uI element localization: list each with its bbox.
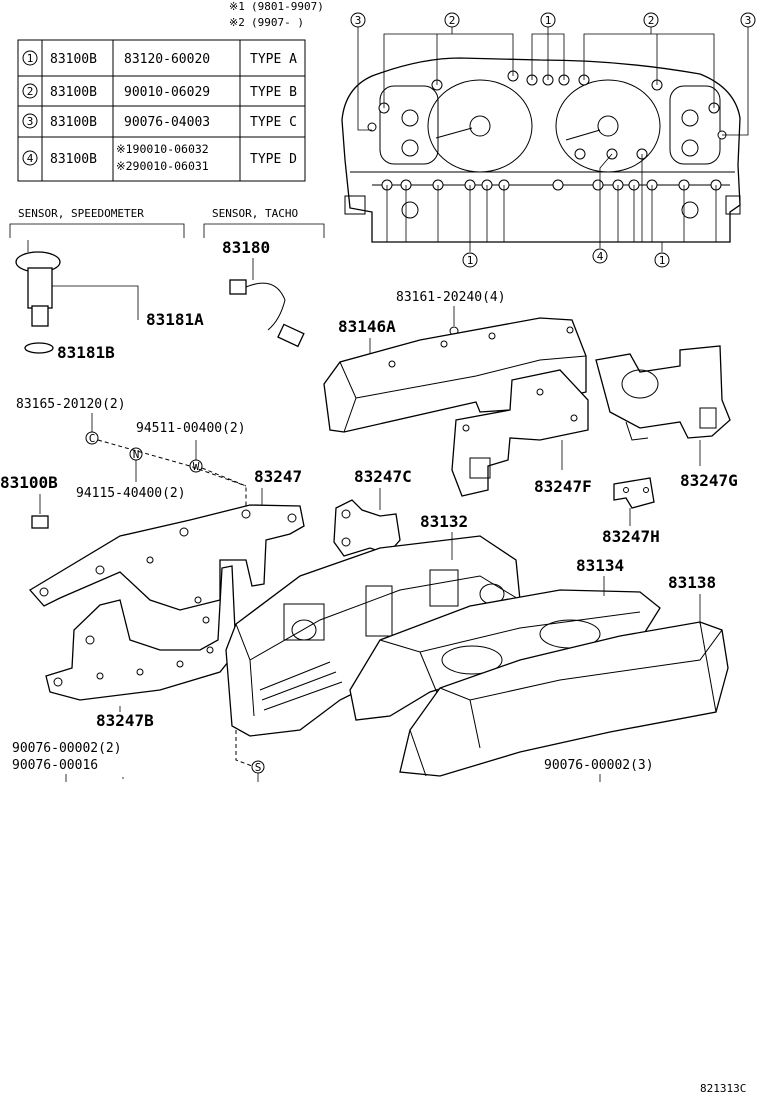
- table-row-part: 90076-04003: [124, 115, 210, 130]
- callout-2-label: 2: [648, 14, 655, 27]
- callout-2-label: 2: [449, 14, 456, 27]
- part-94115-40400: 94115-40400(2): [76, 486, 186, 501]
- plate-83247C: [333, 499, 401, 557]
- part-83247G: 83247G: [680, 471, 738, 490]
- caption-sensor-tacho: SENSOR, TACHO: [212, 207, 298, 220]
- table-row: 4 83100B ※190010-06032 ※290010-06031 TYP…: [22, 142, 297, 173]
- part-83181B: 83181B: [57, 343, 115, 362]
- part-83247H: 83247H: [602, 527, 660, 546]
- callout-1: 1: [540, 12, 556, 34]
- table-row-base: 83100B: [50, 115, 97, 130]
- table-row-ref: 4: [27, 152, 34, 165]
- part-83100B: 83100B: [0, 473, 58, 492]
- symbol-c: C: [85, 431, 99, 445]
- plate-83247H: [613, 477, 655, 509]
- table-row-part: 83120-60020: [124, 52, 210, 67]
- caption-sensor-speedometer: SENSOR, SPEEDOMETER: [18, 207, 144, 220]
- callout-3: 3: [740, 12, 756, 28]
- part-83138: 83138: [668, 573, 716, 592]
- printed-circuit-83247: [28, 504, 305, 611]
- printed-circuit-83247F: [451, 369, 589, 497]
- range-notes: ※1 (9801-9907) ※2 (9907- ): [229, 0, 324, 29]
- table-row: 2 83100B 90010-06029 TYPE B: [22, 83, 297, 100]
- part-83146A: 83146A: [338, 317, 396, 336]
- symbol-s: S: [251, 760, 265, 774]
- table-row-ref: 1: [27, 52, 34, 65]
- callout-4-label: 4: [597, 250, 604, 263]
- sensor-captions: SENSOR, SPEEDOMETER SENSOR, TACHO: [9, 207, 325, 238]
- table-row-type: TYPE A: [250, 52, 297, 67]
- part-83134: 83134: [576, 556, 624, 575]
- reference-table: 1 83100B 83120-60020 TYPE A 2 83100B 900…: [17, 39, 306, 182]
- table-row-ref: 3: [27, 115, 34, 128]
- table-row-base: 83100B: [50, 52, 97, 67]
- table-row: 1 83100B 83120-60020 TYPE A: [22, 50, 297, 67]
- table-row-part-line-2: ※290010-06031: [116, 159, 209, 173]
- part-83161-20240: 83161-20240(4): [396, 290, 506, 305]
- symbol-c-label: C: [89, 432, 96, 445]
- tacho-sensor: 83180: [222, 238, 305, 348]
- bulb-socket-83100B: [31, 515, 49, 529]
- callout-1-label: 1: [545, 14, 552, 27]
- callout-2: 2: [444, 12, 460, 34]
- printed-circuit-83247G: [595, 345, 731, 441]
- table-row: 3 83100B 90076-04003 TYPE C: [22, 113, 297, 130]
- part-90076-00002-2: 90076-00002(2): [12, 741, 122, 756]
- speedometer-sensor: [15, 240, 139, 354]
- table-row-part: 90010-06029: [124, 85, 210, 100]
- window-plate-83138: [399, 621, 729, 777]
- part-83247F: 83247F: [534, 477, 592, 496]
- table-row-type: TYPE D: [250, 152, 297, 167]
- callout-3: 3: [350, 12, 366, 28]
- symbol-n: N: [129, 447, 143, 482]
- symbol-n-label: N: [133, 448, 140, 461]
- note-1-range: (9801-9907): [251, 0, 324, 13]
- dial-plate-83134: [349, 589, 661, 721]
- part-83247B: 83247B: [96, 711, 154, 730]
- symbol-w-label: W: [193, 460, 200, 473]
- table-row-base: 83100B: [50, 85, 97, 100]
- note-2-range: (9907- ): [251, 16, 304, 29]
- callout-4: 4: [592, 248, 608, 264]
- part-83132: 83132: [420, 512, 468, 531]
- table-row-base: 83100B: [50, 152, 97, 167]
- callout-3-label: 3: [355, 14, 362, 27]
- symbol-s-label: S: [255, 761, 262, 774]
- callout-1: 1: [462, 252, 478, 268]
- symbol-w: W: [189, 440, 203, 473]
- table-row-part-line-1: ※190010-06032: [116, 142, 209, 156]
- note-2-mark: ※2: [229, 16, 245, 29]
- part-94511-00400: 94511-00400(2): [136, 421, 246, 436]
- printed-circuit-83247B: [45, 565, 237, 701]
- table-row-type: TYPE B: [250, 85, 297, 100]
- part-83247C: 83247C: [354, 467, 412, 486]
- part-90076-00002-3: 90076-00002(3): [544, 758, 654, 773]
- callout-1-label: 1: [659, 254, 666, 267]
- meter-cluster-rear-view: 3 2 1 2 3 1 4 1: [341, 12, 756, 268]
- callout-1: 1: [654, 252, 670, 268]
- part-83165-20120: 83165-20120(2): [16, 397, 126, 412]
- part-83181A: 83181A: [146, 310, 204, 329]
- callout-2: 2: [643, 12, 659, 34]
- part-83247: 83247: [254, 467, 302, 486]
- table-row-ref: 2: [27, 85, 34, 98]
- callout-3-label: 3: [745, 14, 752, 27]
- figure-code: 821313C: [700, 1082, 746, 1095]
- note-1-mark: ※1: [229, 0, 245, 13]
- callout-1-label: 1: [467, 254, 474, 267]
- part-83180: 83180: [222, 238, 270, 257]
- meter-case-83132: [225, 535, 521, 737]
- part-90076-00016: 90076-00016: [12, 758, 98, 773]
- table-row-type: TYPE C: [250, 115, 297, 130]
